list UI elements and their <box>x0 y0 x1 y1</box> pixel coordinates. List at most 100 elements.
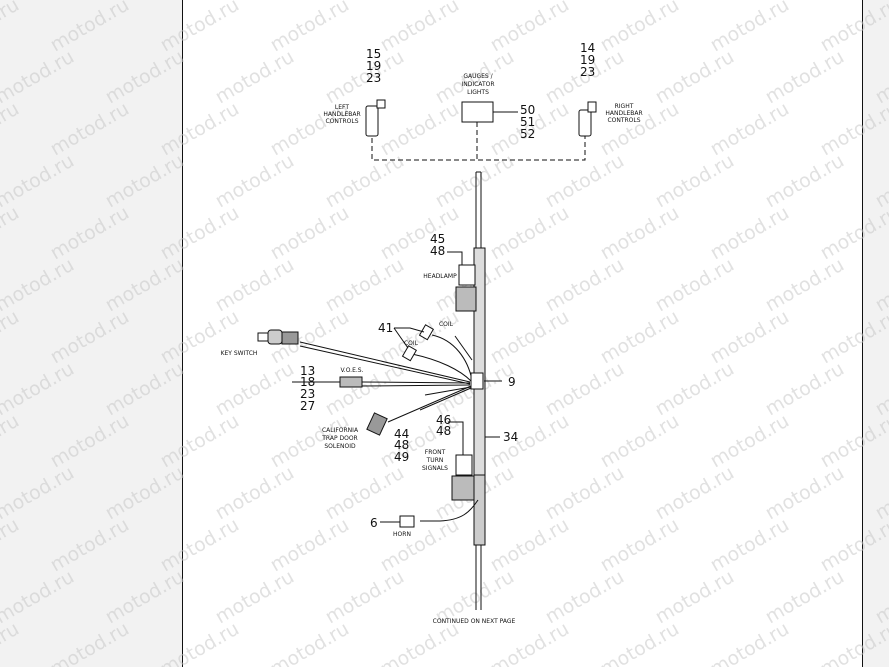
turn-leader <box>448 421 464 455</box>
watermark-text: motod.ru <box>47 0 133 56</box>
coil-terminal-upper <box>418 324 435 341</box>
watermark-text: motod.ru <box>817 202 889 265</box>
key-switch-collar <box>281 331 299 345</box>
right-handlebar-label-3: CONTROLS <box>607 117 640 124</box>
watermark-text: motod.ru <box>762 462 848 525</box>
trap-door-ref-1: 44 <box>394 427 409 441</box>
right-handlebar-label-1: RIGHT <box>615 103 634 110</box>
key-switch-label: KEY SWITCH <box>221 350 258 357</box>
watermark-text: motod.ru <box>762 46 848 109</box>
watermark-text: motod.ru <box>707 0 793 56</box>
left-handlebar-label-2: HANDLEBAR <box>323 111 360 118</box>
harness-sleeve <box>473 247 486 479</box>
gauges-box <box>461 101 494 123</box>
front-turn-label-2: TURN <box>426 457 444 464</box>
trap-door-wire-2 <box>419 387 472 411</box>
trap-door-ref-2: 48 <box>394 438 409 452</box>
watermark-text: motod.ru <box>47 306 133 369</box>
watermark-text: motod.ru <box>597 0 683 56</box>
watermark-text: motod.ru <box>102 46 188 109</box>
watermark-text: motod.ru <box>377 306 463 369</box>
left-handlebar-tab <box>376 99 386 109</box>
watermark-text: motod.ru <box>47 98 133 161</box>
watermark-text: motod.ru <box>597 98 683 161</box>
watermark-text: motod.ru <box>322 566 408 629</box>
watermark-text: motod.ru <box>487 202 573 265</box>
watermark-text: motod.ru <box>212 254 298 317</box>
watermark-text: motod.ru <box>0 410 23 473</box>
coil-leader-lower <box>393 327 409 349</box>
watermark-text: motod.ru <box>487 618 573 667</box>
watermark-text: motod.ru <box>597 514 683 577</box>
watermark-text: motod.ru <box>267 0 353 56</box>
watermark-text: motod.ru <box>102 462 188 525</box>
watermark-text: motod.ru <box>212 566 298 629</box>
trap-door-label-1: CALIFORNIA <box>322 427 359 434</box>
watermark-text: motod.ru <box>487 410 573 473</box>
watermark-text: motod.ru <box>322 150 408 213</box>
watermark-text: motod.ru <box>212 358 298 421</box>
watermark-text: motod.ru <box>47 514 133 577</box>
right-handlebar-ref-3: 23 <box>580 65 595 79</box>
left-handlebar-ref-1: 15 <box>366 47 381 61</box>
dashed-connector-bus <box>371 130 586 161</box>
gauges-ref-1: 50 <box>520 103 535 117</box>
front-turn-label-3: SIGNALS <box>422 465 448 472</box>
key-switch-wire-2 <box>299 345 471 385</box>
watermark-text: motod.ru <box>0 202 23 265</box>
watermark-text: motod.ru <box>322 462 408 525</box>
watermark-text: motod.ru <box>212 150 298 213</box>
right-handlebar-ref-1: 14 <box>580 41 595 55</box>
watermark-text: motod.ru <box>0 306 23 369</box>
headlamp-ref-2: 48 <box>430 244 445 258</box>
voes-ref-3: 23 <box>300 387 315 401</box>
coil-wire-lower <box>411 353 472 382</box>
watermark-text: motod.ru <box>542 254 628 317</box>
watermark-text: motod.ru <box>487 0 573 56</box>
gauges-label-1: GAUGES / <box>463 73 493 80</box>
watermark-text: motod.ru <box>597 306 683 369</box>
watermark-text: motod.ru <box>377 0 463 56</box>
trap-door-wire <box>387 385 472 423</box>
watermark-text: motod.ru <box>707 306 793 369</box>
horn-wire <box>420 499 479 522</box>
headlamp-label: HEADLAMP <box>423 273 457 280</box>
watermark-text: motod.ru <box>652 150 738 213</box>
watermark-text: motod.ru <box>212 462 298 525</box>
watermark-text: motod.ru <box>102 358 188 421</box>
watermark-text: motod.ru <box>872 566 889 629</box>
watermark-text: motod.ru <box>597 618 683 667</box>
watermark-text: motod.ru <box>377 514 463 577</box>
watermark-text: motod.ru <box>0 618 23 667</box>
left-handlebar-label-1: LEFT <box>335 104 349 111</box>
wiring-lines <box>257 99 597 610</box>
watermark-text: motod.ru <box>762 566 848 629</box>
horn-terminal <box>399 515 415 528</box>
voes-ref-4: 27 <box>300 399 315 413</box>
aux-wire <box>424 386 472 396</box>
coil-upper-label: COIL <box>439 321 454 328</box>
watermark-text: motod.ru <box>872 46 889 109</box>
key-switch-body <box>267 329 283 345</box>
watermark-text: motod.ru <box>652 46 738 109</box>
watermark-text: motod.ru <box>872 254 889 317</box>
watermark-text: motod.ru <box>817 98 889 161</box>
watermark-text: motod.ru <box>707 514 793 577</box>
watermark-text: motod.ru <box>322 46 408 109</box>
harness-sleeve-lower <box>473 474 486 546</box>
coil-ref: 41 <box>378 321 393 335</box>
junction-ref: 9 <box>508 375 516 389</box>
junction-block <box>470 372 484 390</box>
watermark-text: motod.ru <box>872 0 889 4</box>
watermark-text: motod.ru <box>157 306 243 369</box>
right-handlebar-tab <box>587 101 597 113</box>
watermark-text: motod.ru <box>652 358 738 421</box>
watermark-text: motod.ru <box>707 98 793 161</box>
watermark-text: motod.ru <box>872 462 889 525</box>
watermark-text: motod.ru <box>872 150 889 213</box>
watermark-text: motod.ru <box>212 46 298 109</box>
headlamp-plug <box>455 286 477 312</box>
watermark-text: motod.ru <box>157 514 243 577</box>
